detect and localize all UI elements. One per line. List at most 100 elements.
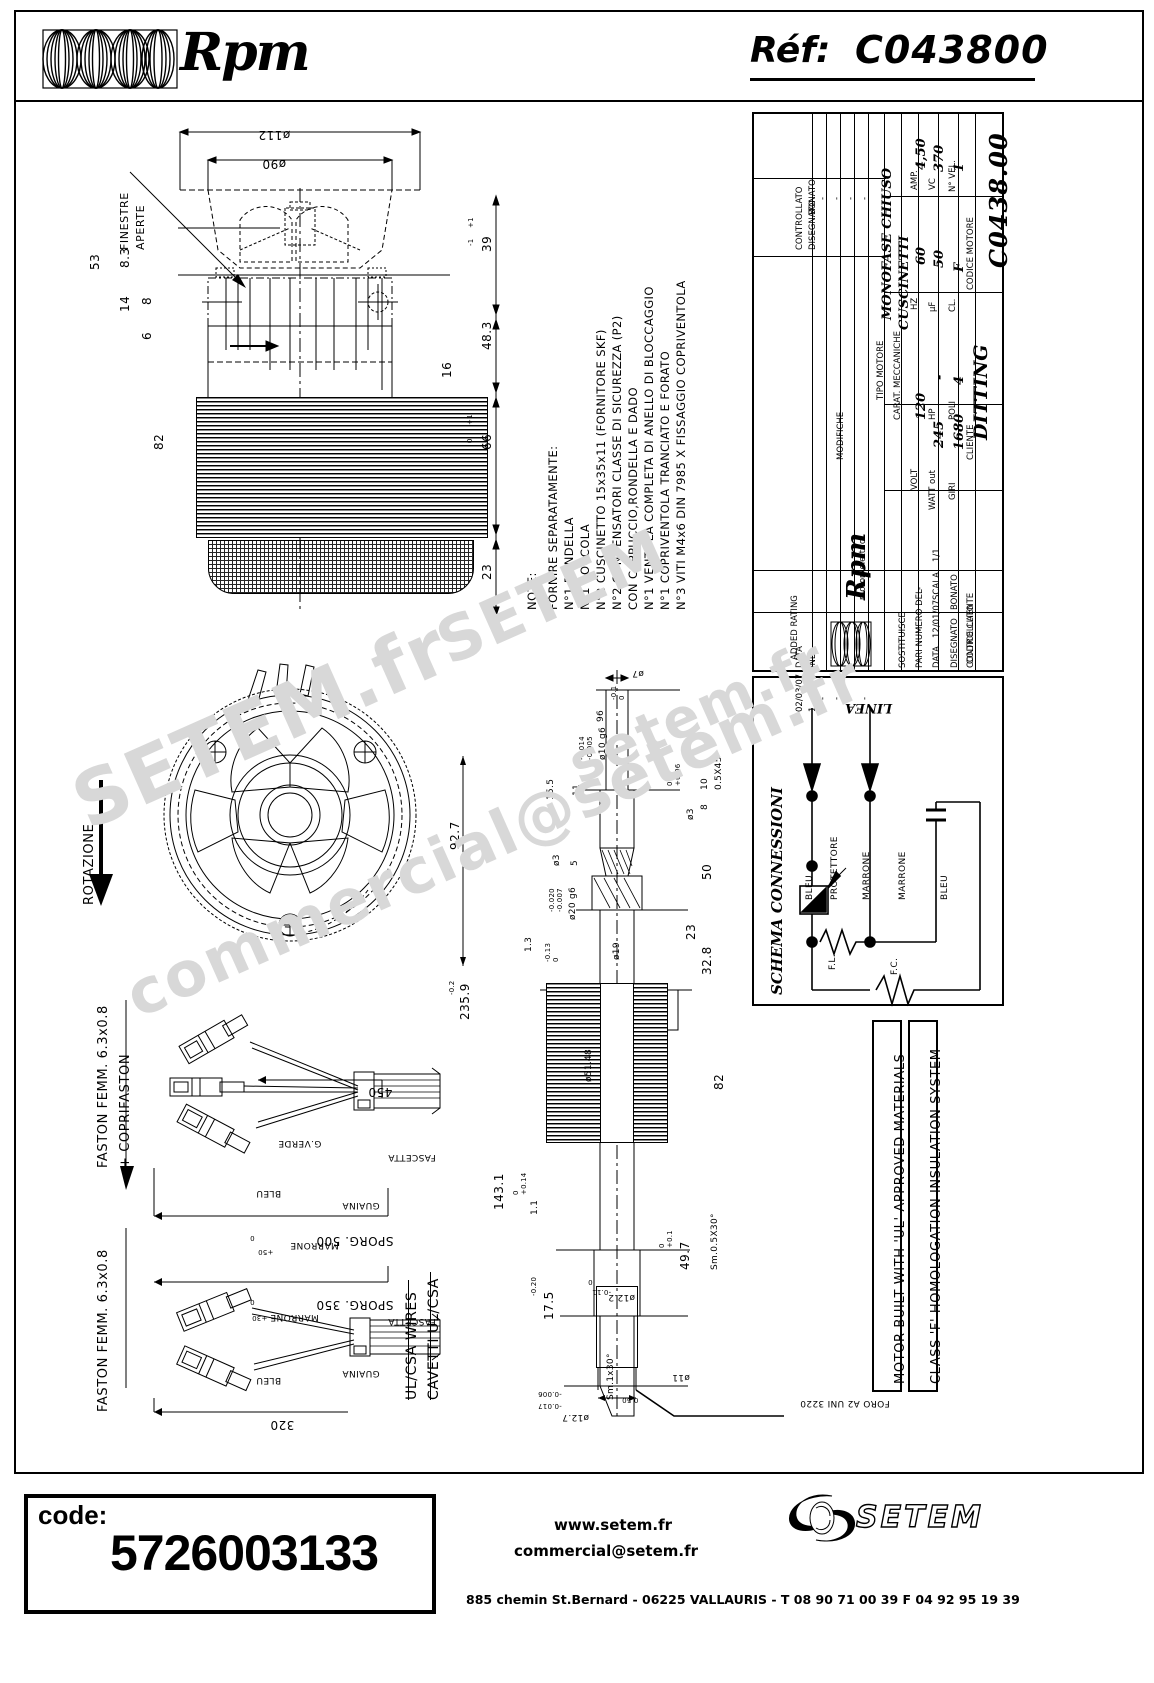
tb-pari-numero: PARI NUMERO DEL: [915, 589, 925, 668]
tb-col-6: [884, 112, 885, 672]
code-value: 5726003133: [110, 1525, 379, 1581]
tb-modifiche: MODIFICHE: [836, 411, 846, 460]
label-fascetta-1: FASCETTA: [388, 1152, 436, 1162]
dim-d7: ø7: [632, 668, 644, 678]
tb-pari-numero-value: -: [915, 586, 925, 590]
tb-cl-label: CL.: [948, 298, 958, 312]
dim-d19-tol-minus: -0.13: [544, 942, 552, 962]
tb-dash-3: -: [846, 196, 856, 200]
note-line-6: N°1 COPRIVENTOLA TRANCIATO E FORATO: [658, 350, 672, 610]
dim-d3a-tol-minus: 0: [666, 781, 674, 786]
tb-row-b: [752, 256, 886, 257]
tb-bonato: BONATO: [808, 179, 818, 215]
shaft-chamfer-detail: [597, 1368, 784, 1417]
dim-14: 14: [118, 295, 132, 312]
dim-d112: ø112: [258, 128, 291, 142]
footer-website[interactable]: www.setem.fr: [554, 1516, 673, 1534]
schema-bleu-label: BLEU: [805, 874, 815, 900]
tb-controllato: CONTROLLATO: [795, 186, 805, 250]
label-cavetti: CAVETTI UL/CSA: [426, 1278, 442, 1400]
tb-poli-label: POLI: [948, 400, 958, 420]
tb-hp-label: HP: [928, 408, 938, 420]
tb-coil-icon: [830, 621, 872, 667]
dim-17-5: 17.5: [542, 1291, 556, 1320]
dim-49-7: 49.7: [678, 1241, 692, 1270]
note-line-3: N°2 CONDENSATORI CLASSE DI SICUREZZA (P2…: [610, 315, 624, 610]
ref-underline: [750, 78, 1035, 81]
tb-scala-value: 1/1: [932, 548, 942, 562]
tb-dash-1: -: [818, 196, 828, 200]
tb-hp-value: -: [932, 374, 947, 380]
tb-data: DATA: [795, 646, 805, 668]
tb-amp-value: 4,50: [914, 138, 929, 170]
tb-row-h: [752, 612, 1004, 613]
dim-235-9-tol: -0.2: [448, 980, 456, 995]
label-guaina-2: GUAINA: [342, 1368, 380, 1378]
footer-email[interactable]: commercial@setem.fr: [514, 1542, 699, 1560]
dim-92-7-line: [460, 756, 466, 966]
tb-scala-label: SCALA: [932, 572, 942, 600]
endbell-border: [208, 540, 474, 594]
dim-39-tol-minus: -1: [467, 238, 475, 246]
dim-1-3: 1.3: [524, 936, 534, 952]
dim-d3a-tol-plus: +0.06: [674, 763, 682, 786]
dim-d7-tol-plus: 0: [618, 695, 626, 700]
cert-line-2: CLASS 'F' HOMOLOGATION INSULATION SYSTEM: [929, 1048, 944, 1384]
dim-17-5-tol: -0.20: [530, 1276, 538, 1296]
tb-amp-label: AMP.: [910, 170, 920, 190]
dim-sporg350-tol-plus: +30: [252, 1314, 268, 1322]
setem-swoosh-logo: [789, 1494, 855, 1542]
tb-vc-value: 370: [932, 144, 947, 172]
dim-sporg350-line: [154, 1266, 389, 1286]
stator-stack-border: [196, 397, 488, 538]
schema-fl-label: F.L.: [828, 953, 838, 970]
dim-sporg500-line: [153, 1168, 389, 1220]
dim-10: 10: [700, 777, 710, 790]
tb-row-d: [884, 292, 1004, 293]
schema-fc-label: F.C.: [890, 957, 900, 975]
dim-235-9: 235.9: [458, 983, 472, 1020]
schema-linea-label: LINEA: [845, 700, 893, 715]
endbell-mesh: [208, 540, 474, 594]
dim-sporg500: SPORG. 500: [316, 1234, 394, 1248]
dim-6: 6: [140, 331, 154, 340]
dim-1-1-tol-plus: +0.14: [520, 1172, 528, 1195]
tb-tipo-motore-value: MONOFASE CHIUSO: [880, 167, 895, 320]
tb-dash-2: -: [832, 196, 842, 200]
schema-frame: [752, 676, 1004, 1006]
header-divider: [14, 10, 1144, 102]
note-line-2: N°2 CUSCINETTO 15x35x11 (FORNITORE SKF): [594, 329, 608, 610]
tb-col-8: [918, 112, 919, 672]
tb-hz-value: 60: [914, 246, 929, 265]
tb-row-f: [884, 490, 1004, 491]
faston-bracket-2: [125, 1228, 127, 1388]
tb-sostituisce: SOSTITUISCE: [898, 612, 908, 668]
setem-wordmark: SETEM: [855, 1499, 984, 1535]
dim-15-5: 15.5: [546, 778, 556, 800]
label-marrone-2: MARRONE: [270, 1312, 319, 1322]
tb-poli-value: 4: [952, 375, 967, 385]
tb-carat-value: CUSCINETTI: [897, 235, 912, 330]
note-line-0: N°1 RONDELLA: [562, 517, 576, 610]
tb-brand-sub: motori elettrici: [858, 537, 868, 600]
tb-tipo-motore-label: TIPO MOTORE: [876, 340, 886, 400]
schema-marrone-label: MARRONE: [862, 851, 872, 900]
cert-box-2: [908, 1020, 938, 1392]
dim-d20-tol-minus: -0.020: [548, 888, 556, 912]
shaft-step-bottom: [596, 1286, 638, 1368]
tb-col-2: [826, 112, 827, 672]
tb-controllato2: CONTROLLATO: [966, 604, 976, 668]
tb-col-3: [840, 112, 841, 672]
ref-value: C043800: [855, 28, 1049, 72]
dim-d10-tol-minus: -0.014: [578, 736, 586, 760]
tb-watt-label: WATT out: [928, 470, 938, 510]
tb-codice-motore-value: C0438.00: [984, 132, 1013, 268]
dim-sporg350: SPORG. 350: [316, 1298, 394, 1312]
dim-82-top: 82: [152, 433, 166, 450]
dim-1-1-tol-minus: 0: [512, 1190, 520, 1195]
dim-chamfer-1: 0.5X45°: [714, 751, 724, 790]
ref-label: Réf:: [750, 30, 831, 71]
dim-450-line: [258, 1076, 383, 1098]
dim-d12-7: ø12.7: [562, 1412, 590, 1422]
note-line-7: N°3 VITI M4x6 DIN 7985 X FISSAGGIO COPRI…: [674, 280, 688, 610]
